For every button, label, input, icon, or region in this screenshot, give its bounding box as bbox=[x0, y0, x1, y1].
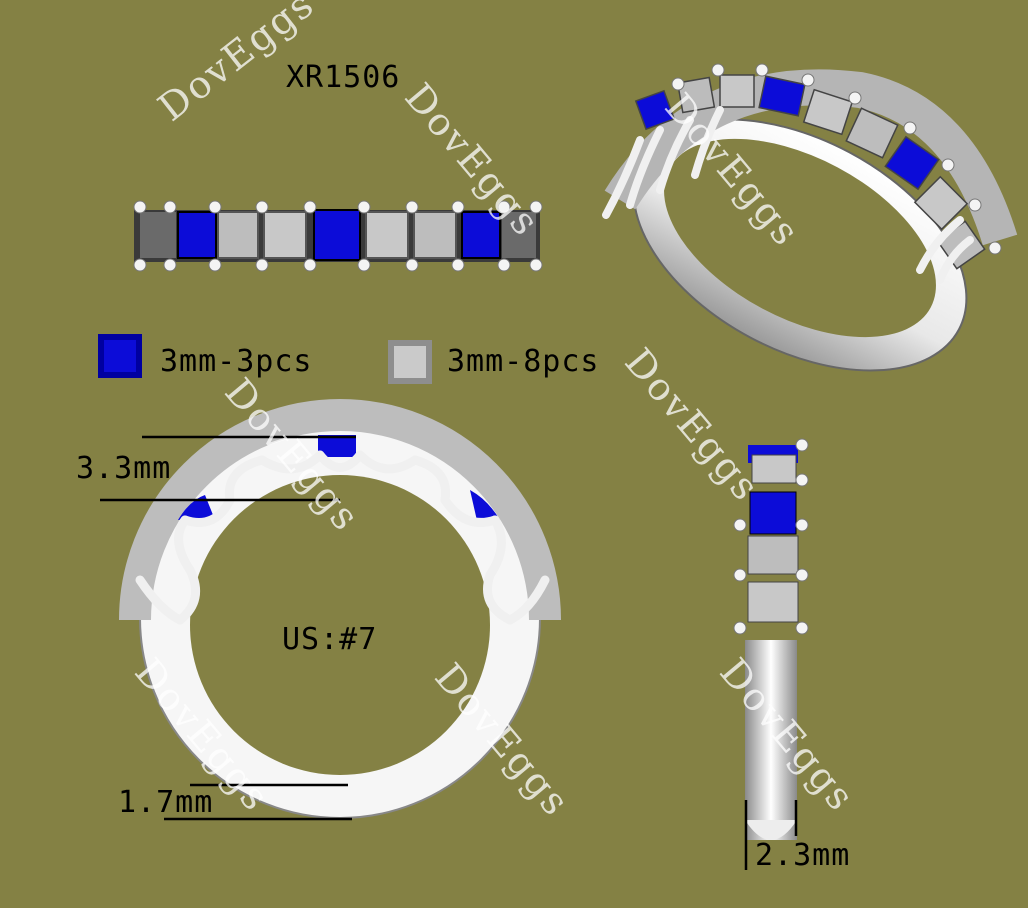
model-code: XR1506 bbox=[286, 60, 401, 95]
legend-gray-swatch bbox=[388, 340, 432, 384]
dimension-width-label: 1.7mm bbox=[118, 785, 214, 820]
dimension-lines bbox=[100, 435, 798, 870]
legend-blue-swatch bbox=[98, 334, 142, 378]
legend-gray-label: 3mm-8pcs bbox=[447, 344, 600, 379]
legend-blue-label: 3mm-3pcs bbox=[160, 344, 313, 379]
front-view bbox=[119, 399, 561, 819]
top-view-band bbox=[133, 200, 543, 272]
dimension-side-label: 2.3mm bbox=[755, 838, 851, 873]
side-view bbox=[733, 438, 809, 840]
perspective-view bbox=[602, 63, 1018, 372]
dimension-height-label: 3.3mm bbox=[76, 451, 172, 486]
ring-size-label: US:#7 bbox=[282, 622, 378, 657]
